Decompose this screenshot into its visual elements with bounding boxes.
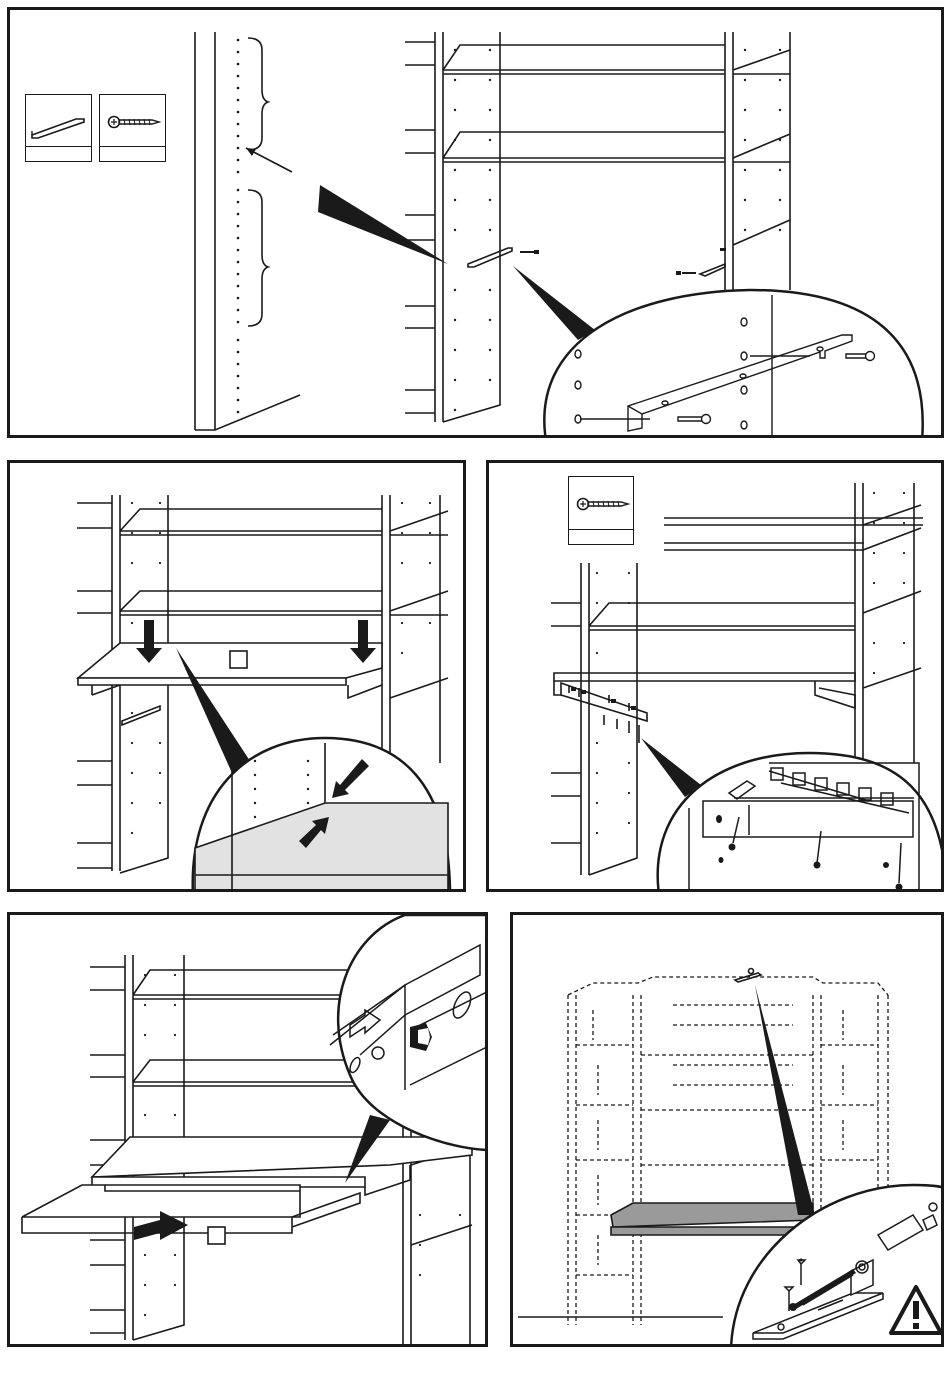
step-2-illustration — [10, 463, 466, 892]
step-1-illustration — [10, 10, 944, 438]
step-2-panel — [7, 460, 466, 892]
step-4-illustration — [10, 915, 488, 1347]
step-3-illustration — [489, 463, 944, 892]
step-4-panel — [7, 912, 488, 1347]
step-5-panel — [510, 912, 944, 1347]
step-3-panel — [486, 460, 944, 892]
step-5-illustration — [513, 915, 944, 1347]
step-1-panel — [7, 7, 944, 438]
